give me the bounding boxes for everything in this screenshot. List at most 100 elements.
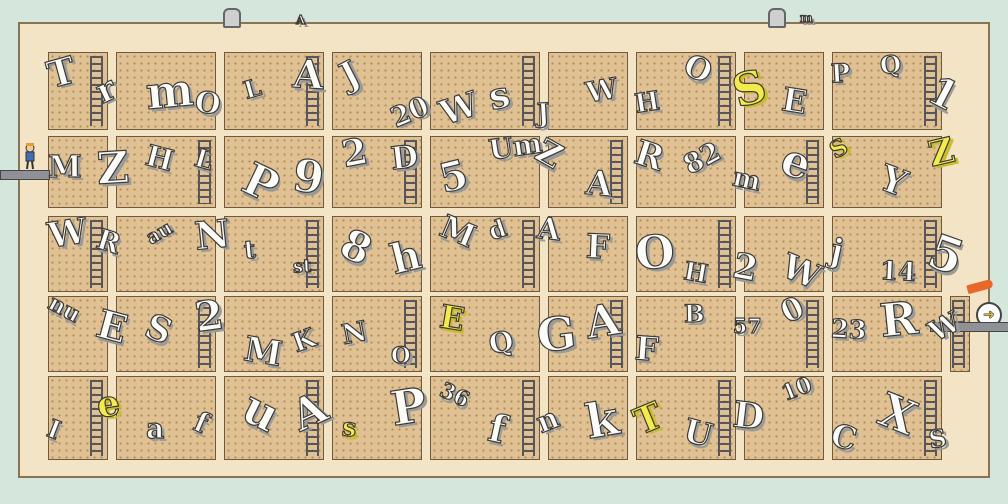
maze-cell <box>832 216 942 292</box>
ladder-icon <box>610 300 623 368</box>
maze-cell <box>636 136 736 208</box>
ladder-icon <box>924 380 937 456</box>
ladder-icon <box>718 380 731 456</box>
maze-letter: E <box>436 297 468 340</box>
ladder-icon <box>806 140 819 204</box>
maze-letter: A <box>582 293 625 350</box>
maze-letter: G <box>534 305 580 364</box>
maze-cell <box>224 136 324 208</box>
maze-cell <box>832 136 942 208</box>
maze-letter: P <box>830 58 852 90</box>
hanging-hook <box>768 8 786 28</box>
ladder-icon <box>718 220 731 288</box>
maze-letter: O <box>390 343 411 370</box>
maze-letter: N <box>192 211 233 260</box>
maze-letter: M <box>240 329 285 376</box>
arrow-right-icon: ➜ <box>983 307 995 324</box>
maze-cell <box>744 376 824 460</box>
maze-board <box>18 22 990 478</box>
maze-letter: a <box>145 411 165 446</box>
maze-cell <box>832 52 942 130</box>
maze-letter: F <box>585 226 612 267</box>
maze-letter: t <box>242 234 257 265</box>
ladder-icon <box>952 300 965 368</box>
maze-cell <box>744 52 824 130</box>
maze-cell <box>548 52 628 130</box>
maze-cell <box>548 216 628 292</box>
ladder-icon <box>924 220 937 288</box>
maze-cell <box>48 136 108 208</box>
maze-letter: B <box>683 299 706 330</box>
maze-cell <box>116 52 216 130</box>
maze-letter: 2 <box>191 290 227 343</box>
maze-letter: H <box>681 254 711 289</box>
hanging-tag: A <box>295 13 306 27</box>
hanging-tag: m <box>799 11 813 25</box>
ladder-icon <box>306 380 319 456</box>
maze-cell <box>430 52 540 130</box>
maze-cell <box>548 376 628 460</box>
maze-cell <box>332 52 422 130</box>
maze-letter: 9 <box>289 148 328 205</box>
maze-letter: A <box>291 51 326 100</box>
maze-cell <box>116 216 216 292</box>
ladder-icon <box>924 56 937 126</box>
ladder-icon <box>522 56 535 126</box>
maze-letter: A <box>584 162 615 205</box>
maze-letter: Q <box>878 48 903 80</box>
maze-letter: N <box>338 314 370 351</box>
maze-letter: 23 <box>830 312 868 346</box>
maze-letter: D <box>730 393 767 440</box>
end-platform <box>930 322 1008 332</box>
ladder-icon <box>718 56 731 126</box>
ladder-icon <box>306 56 319 126</box>
maze-cell <box>48 296 108 372</box>
maze-letter: m <box>730 161 764 198</box>
maze-letter: Z <box>95 141 131 195</box>
ladder-icon <box>806 300 819 368</box>
maze-cell <box>332 376 422 460</box>
maze-letter: m <box>143 62 196 120</box>
maze-cell <box>832 376 942 460</box>
maze-letter: D <box>388 138 420 178</box>
maze-cell <box>430 136 540 208</box>
maze-letter: H <box>633 86 663 121</box>
ladder-icon <box>90 56 103 126</box>
player-character-icon[interactable] <box>22 142 38 170</box>
maze-letter: P <box>386 377 431 438</box>
ladder-icon <box>306 220 319 288</box>
maze-cell <box>224 296 324 372</box>
ladder-icon <box>198 300 211 368</box>
maze-cell <box>332 216 422 292</box>
maze-letter: A <box>535 211 563 249</box>
maze-cell <box>832 296 942 372</box>
maze-letter: W <box>44 209 90 257</box>
maze-letter: R <box>877 290 921 349</box>
maze-letter: st <box>292 255 313 278</box>
maze-letter: 14 <box>879 255 918 288</box>
maze-cell <box>116 376 216 460</box>
maze-cell <box>430 376 540 460</box>
maze-cell <box>430 216 540 292</box>
maze-letter: s <box>340 412 358 444</box>
maze-letter: E <box>779 79 811 122</box>
ladder-icon <box>90 220 103 288</box>
maze-letter: W <box>583 71 621 110</box>
ladder-icon <box>198 140 211 204</box>
ladder-icon <box>404 300 417 368</box>
maze-letter: S <box>926 422 949 455</box>
ladder-icon <box>404 140 417 204</box>
maze-letter: M <box>47 149 82 186</box>
ladder-icon <box>522 220 535 288</box>
ladder-icon <box>90 380 103 456</box>
maze-letter: F <box>633 327 661 369</box>
maze-cell <box>636 296 736 372</box>
hanging-hook <box>223 8 241 28</box>
maze-letter: O <box>192 83 224 123</box>
maze-cell <box>430 296 540 372</box>
ladder-icon <box>522 380 535 456</box>
maze-cell <box>744 216 824 292</box>
maze-letter: J <box>536 97 551 130</box>
start-platform <box>0 170 50 180</box>
maze-letter: 57 <box>733 314 763 339</box>
